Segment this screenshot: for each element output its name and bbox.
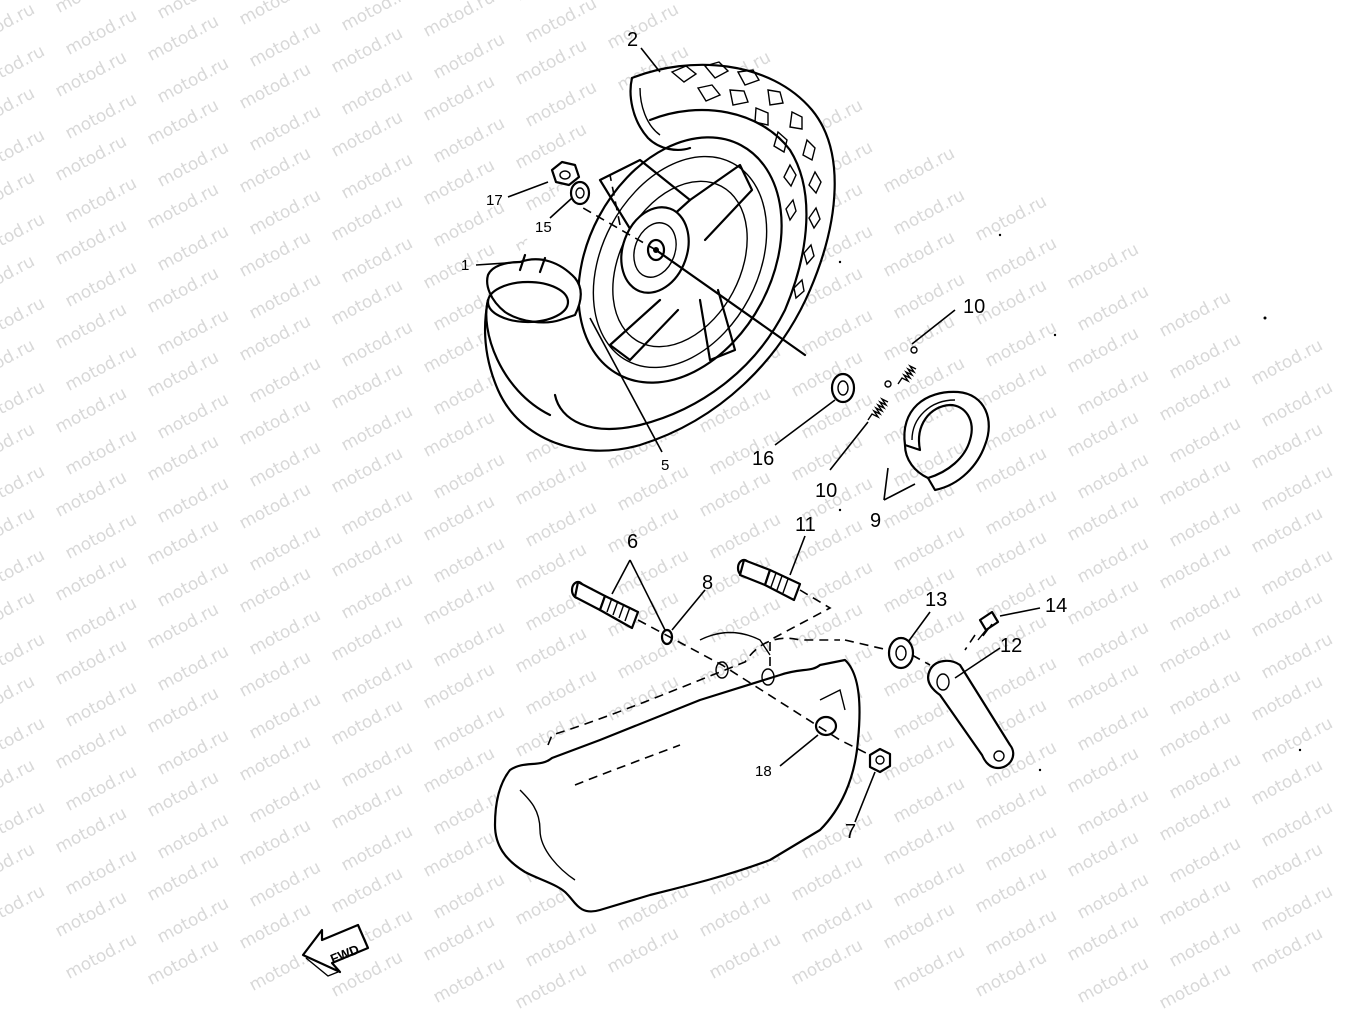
- nut-part-7: [868, 747, 892, 774]
- callout-7: 7: [845, 821, 856, 843]
- shaft-part-6: [570, 580, 640, 630]
- tube-part-1: [485, 253, 582, 417]
- callout-17: 17: [486, 192, 503, 209]
- nut-part-17: [550, 160, 581, 187]
- callout-6: 6: [627, 531, 638, 553]
- o-ring-part-8: [660, 628, 674, 646]
- seal-part-16: [830, 372, 856, 404]
- callout-1: 1: [461, 257, 469, 274]
- callout-5: 5: [661, 457, 669, 474]
- callout-15: 15: [535, 219, 552, 236]
- brake-shoe-part-9: [903, 390, 990, 492]
- washer-part-13: [887, 636, 915, 670]
- leader-lines: [475, 47, 1041, 823]
- spring-part-10-lower: [867, 380, 892, 421]
- callout-8: 8: [702, 572, 713, 594]
- wheel-rim: [577, 136, 783, 384]
- callout-2: 2: [627, 29, 638, 51]
- brake-lever-part-12: [926, 659, 1015, 770]
- washer-part-15: [569, 180, 591, 206]
- assembly-lines: [637, 589, 976, 756]
- callout-16: 16: [752, 448, 774, 470]
- callout-10-lower: 10: [815, 480, 837, 502]
- spring-part-10-upper: [897, 346, 918, 385]
- callout-9: 9: [870, 510, 881, 532]
- callout-14: 14: [1045, 595, 1067, 617]
- transmission-case: [493, 631, 861, 913]
- axle-line: [577, 174, 807, 357]
- callout-12: 12: [1000, 635, 1022, 657]
- callout-18: 18: [755, 763, 772, 780]
- shaft-part-11: [736, 558, 802, 602]
- scan-dots: [838, 233, 1302, 772]
- callout-13: 13: [925, 589, 947, 611]
- bolt-part-14: [977, 610, 1000, 641]
- callout-11: 11: [795, 514, 816, 536]
- forward-arrow-icon: FWD: [301, 923, 370, 977]
- callout-10-upper: 10: [963, 296, 985, 318]
